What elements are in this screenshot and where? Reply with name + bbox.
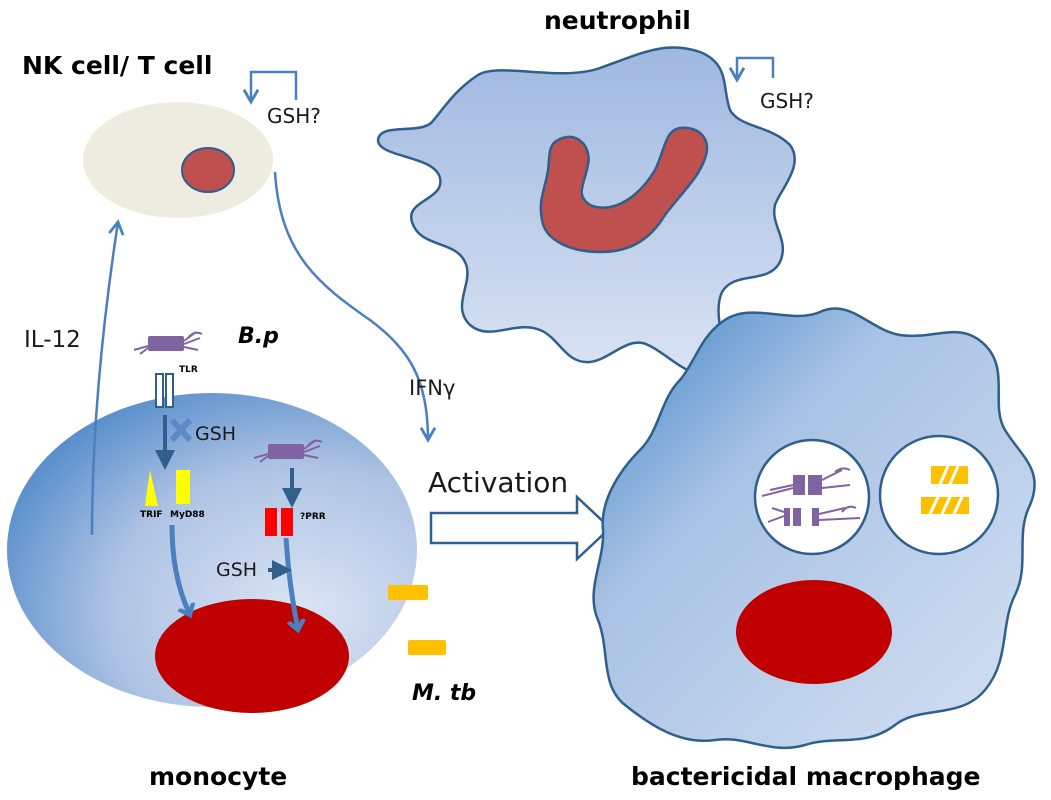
bacterium-icon bbox=[133, 331, 203, 355]
tlr-label: TLR bbox=[179, 365, 198, 375]
phagosome-mtb bbox=[878, 434, 1000, 556]
x-block-icon bbox=[169, 417, 193, 443]
macrophage-nucleus bbox=[736, 580, 892, 684]
bacterium-icon bbox=[767, 505, 861, 526]
receptor-icon bbox=[155, 373, 164, 408]
prr-receptor-left bbox=[265, 508, 277, 536]
mtb-bacterium bbox=[388, 585, 428, 600]
mtb-bacterium bbox=[921, 496, 969, 515]
activation-label: Activation bbox=[428, 466, 568, 499]
ifng-label: IFNγ bbox=[409, 376, 455, 400]
monocyte-title: monocyte bbox=[149, 762, 287, 791]
receptor-icon bbox=[165, 373, 174, 408]
trif-label: TRIF bbox=[140, 510, 163, 520]
nk-t-cell-nucleus bbox=[181, 147, 235, 193]
macrophage-title: bactericidal macrophage bbox=[631, 762, 980, 791]
il12-label: IL-12 bbox=[24, 327, 81, 353]
il12-arrow bbox=[90, 219, 125, 536]
myd88-label: MyD88 bbox=[170, 510, 205, 520]
monocyte-nucleus bbox=[155, 599, 349, 713]
feedback-arrow-icon bbox=[242, 70, 298, 105]
trif-adaptor bbox=[145, 470, 158, 506]
prr-receptor-right bbox=[281, 508, 293, 536]
ifng-arrow bbox=[273, 171, 437, 443]
gsh-block-label: GSH bbox=[195, 423, 236, 445]
bacterium-icon bbox=[761, 467, 851, 497]
bp-label: B.p bbox=[238, 324, 279, 349]
prr-label: ?PRR bbox=[300, 512, 326, 522]
mtb-label: M. tb bbox=[412, 681, 476, 706]
neutrophil-nucleus bbox=[539, 126, 709, 254]
myd88-adaptor bbox=[176, 470, 190, 504]
nk-t-cell-title: NK cell/ T cell bbox=[22, 51, 212, 80]
nk-t-cell-body bbox=[83, 102, 273, 218]
tlr-to-nucleus-arrow bbox=[169, 524, 190, 615]
gsh-prr-label: GSH bbox=[216, 559, 257, 581]
hollow-arrow-icon bbox=[429, 494, 612, 562]
feedback-arrow-icon bbox=[728, 56, 775, 83]
neutrophil-title: neutrophil bbox=[544, 6, 691, 35]
gsh-nk-label: GSH? bbox=[267, 104, 321, 128]
mtb-bacterium bbox=[931, 465, 968, 485]
prr-to-nucleus-arrow bbox=[283, 537, 298, 630]
gsh-neutrophil-label: GSH? bbox=[760, 89, 814, 113]
mtb-bacterium bbox=[408, 640, 446, 655]
phagosome-bp bbox=[753, 438, 871, 556]
